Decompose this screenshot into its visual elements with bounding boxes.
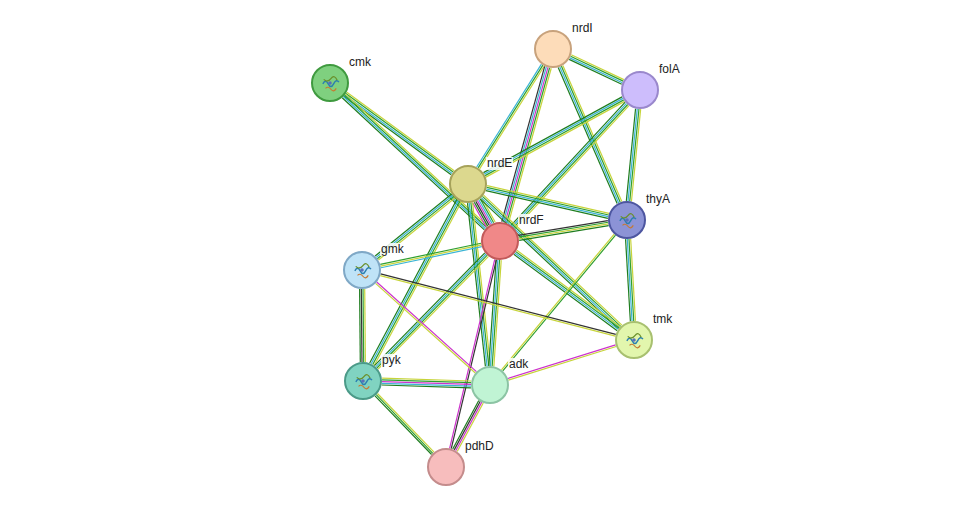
interaction-edge: [626, 109, 640, 202]
evidence-line: [563, 65, 622, 201]
node-label: nrdI: [571, 22, 594, 35]
evidence-line: [345, 95, 452, 174]
interaction-edge: [374, 253, 488, 369]
interaction-edge: [508, 345, 616, 380]
evidence-line: [511, 102, 625, 225]
protein-node: [311, 64, 349, 102]
interaction-edge: [626, 239, 636, 321]
interaction-edge: [380, 274, 616, 336]
evidence-line: [375, 396, 432, 455]
evidence-line: [492, 260, 499, 366]
evidence-line: [377, 255, 487, 368]
evidence-line: [519, 226, 609, 241]
structure-icon: [617, 323, 651, 357]
evidence-line: [343, 97, 485, 229]
structure-icon: [346, 364, 380, 398]
protein-node: [471, 366, 509, 404]
evidence-line: [346, 94, 453, 173]
node-label: tmk: [652, 313, 673, 326]
evidence-line: [361, 289, 363, 362]
evidence-line: [474, 202, 487, 226]
node-label: thyA: [645, 193, 671, 206]
evidence-line: [487, 186, 609, 214]
evidence-line: [382, 385, 471, 388]
evidence-line: [571, 55, 624, 80]
evidence-line: [626, 109, 635, 201]
interaction-edge: [382, 378, 471, 388]
node-label: gmk: [380, 243, 405, 256]
evidence-line: [486, 189, 608, 217]
protein-node: [343, 251, 381, 289]
interaction-edge: [342, 94, 488, 230]
evidence-line: [364, 289, 366, 362]
evidence-line: [342, 98, 484, 230]
protein-node: [481, 222, 519, 260]
evidence-line: [508, 345, 616, 379]
evidence-line: [481, 198, 619, 328]
evidence-line: [469, 203, 487, 366]
node-label: pyk: [381, 354, 402, 367]
structure-icon: [610, 203, 644, 237]
node-label: nrdE: [486, 157, 513, 170]
interaction-edge: [344, 92, 454, 175]
interaction-edge: [375, 194, 455, 260]
evidence-line: [486, 101, 625, 177]
node-label: adk: [508, 358, 529, 371]
evidence-line: [571, 56, 624, 81]
evidence-line: [487, 187, 609, 215]
evidence-line: [508, 346, 616, 380]
structure-icon: [345, 253, 379, 287]
evidence-line: [569, 59, 622, 84]
evidence-line: [380, 243, 481, 264]
evidence-line: [380, 276, 615, 337]
evidence-line: [626, 239, 631, 321]
evidence-line: [359, 289, 361, 362]
evidence-line: [485, 100, 624, 176]
evidence-line: [345, 95, 487, 227]
evidence-line: [490, 260, 497, 366]
protein-node: [534, 30, 572, 68]
interaction-edge: [558, 65, 622, 203]
protein-node: [615, 321, 653, 359]
evidence-line: [362, 289, 364, 362]
evidence-line: [558, 67, 617, 203]
evidence-line: [346, 94, 488, 226]
evidence-line: [560, 67, 619, 203]
protein-node: [427, 448, 465, 486]
interaction-edge: [483, 97, 624, 177]
node-label: folA: [658, 63, 681, 76]
evidence-line: [376, 254, 486, 367]
protein-node: [449, 165, 487, 203]
protein-node: [621, 71, 659, 109]
interaction-edge: [380, 243, 482, 268]
node-label: cmk: [348, 56, 372, 69]
evidence-line: [375, 194, 451, 256]
evidence-line: [628, 109, 637, 201]
interaction-edge: [486, 186, 609, 219]
evidence-line: [501, 234, 614, 370]
evidence-line: [570, 58, 623, 83]
interaction-edge: [569, 55, 624, 84]
evidence-line: [347, 92, 454, 171]
structure-icon: [313, 66, 347, 100]
evidence-line: [376, 395, 433, 454]
protein-node: [608, 201, 646, 239]
evidence-line: [374, 253, 484, 366]
evidence-line: [376, 195, 452, 257]
evidence-line: [381, 274, 616, 335]
evidence-line: [370, 200, 457, 363]
evidence-line: [484, 98, 623, 174]
interaction-edge: [360, 289, 366, 362]
protein-node: [344, 362, 382, 400]
interaction-edge: [376, 282, 477, 373]
evidence-line: [377, 393, 434, 452]
interaction-edge: [375, 393, 434, 454]
evidence-line: [561, 66, 620, 202]
node-label: pdhD: [464, 440, 495, 453]
evidence-line: [377, 282, 477, 372]
node-label: nrdF: [518, 214, 545, 227]
